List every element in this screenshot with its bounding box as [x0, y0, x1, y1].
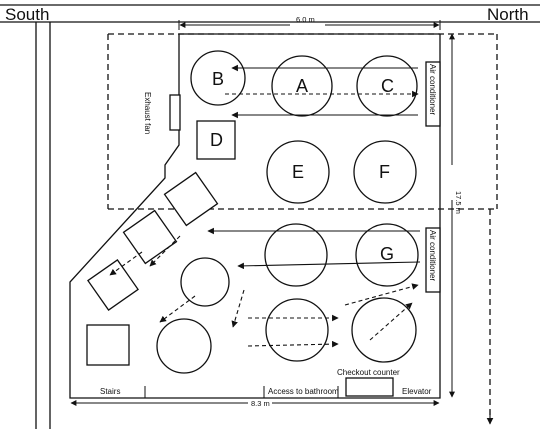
square-table — [86, 324, 130, 366]
right-dimension-label: 17.5 m — [454, 191, 463, 214]
table-c-circle — [356, 55, 418, 117]
table-b-label: B — [212, 69, 224, 89]
stairs-label: Stairs — [100, 387, 120, 396]
exhaust-fan-label: Exhaust fan — [143, 92, 152, 134]
ac-top-label: Air conditioner — [428, 64, 437, 115]
ac-bottom-label: Air conditioner — [428, 230, 437, 281]
right-dimension: 17.5 m — [449, 33, 463, 398]
square-table — [122, 209, 178, 265]
street-lines — [0, 4, 540, 429]
exhaust-fan: Exhaust fan — [143, 92, 181, 134]
air-conditioner-bottom: Air conditioner — [425, 227, 441, 293]
table-c-label: C — [381, 76, 394, 96]
table-a-label: A — [296, 76, 308, 96]
table-g-label: G — [380, 244, 394, 264]
table-a-circle — [271, 55, 333, 117]
air-conditioner-top: Air conditioner — [425, 61, 441, 127]
table-g-circle — [355, 223, 419, 287]
table-b-circle — [190, 50, 246, 106]
airflow-dashed-arrows — [109, 90, 419, 348]
square-table — [163, 171, 219, 227]
top-dimension: 6.0 m — [178, 15, 441, 30]
bottom-facilities: Stairs Access to bathroom Checkout count… — [100, 368, 432, 398]
elevator-label: Elevator — [402, 387, 432, 396]
table-e-label: E — [292, 162, 304, 182]
bottom-dimension: 8.3 m — [70, 399, 440, 408]
checkout-counter — [345, 377, 394, 397]
south-label: South — [5, 5, 49, 24]
round-table — [351, 297, 417, 363]
round-table — [265, 298, 329, 362]
table-f-label: F — [379, 162, 390, 182]
square-table — [87, 259, 139, 311]
table-d-label: D — [210, 130, 223, 150]
north-label: North — [487, 5, 529, 24]
checkout-label: Checkout counter — [337, 368, 400, 377]
table-g-left-circle — [264, 223, 328, 287]
table-e-circle — [266, 140, 330, 204]
bathroom-label: Access to bathroom — [268, 387, 339, 396]
round-table — [180, 257, 230, 307]
bottom-dimension-label: 8.3 m — [251, 399, 270, 408]
table-f-circle — [353, 140, 417, 204]
top-dimension-label: 6.0 m — [296, 15, 315, 24]
airflow-solid-arrows — [207, 64, 421, 270]
table-d-square — [196, 120, 236, 160]
round-table — [156, 318, 212, 374]
room-walls — [69, 33, 441, 399]
